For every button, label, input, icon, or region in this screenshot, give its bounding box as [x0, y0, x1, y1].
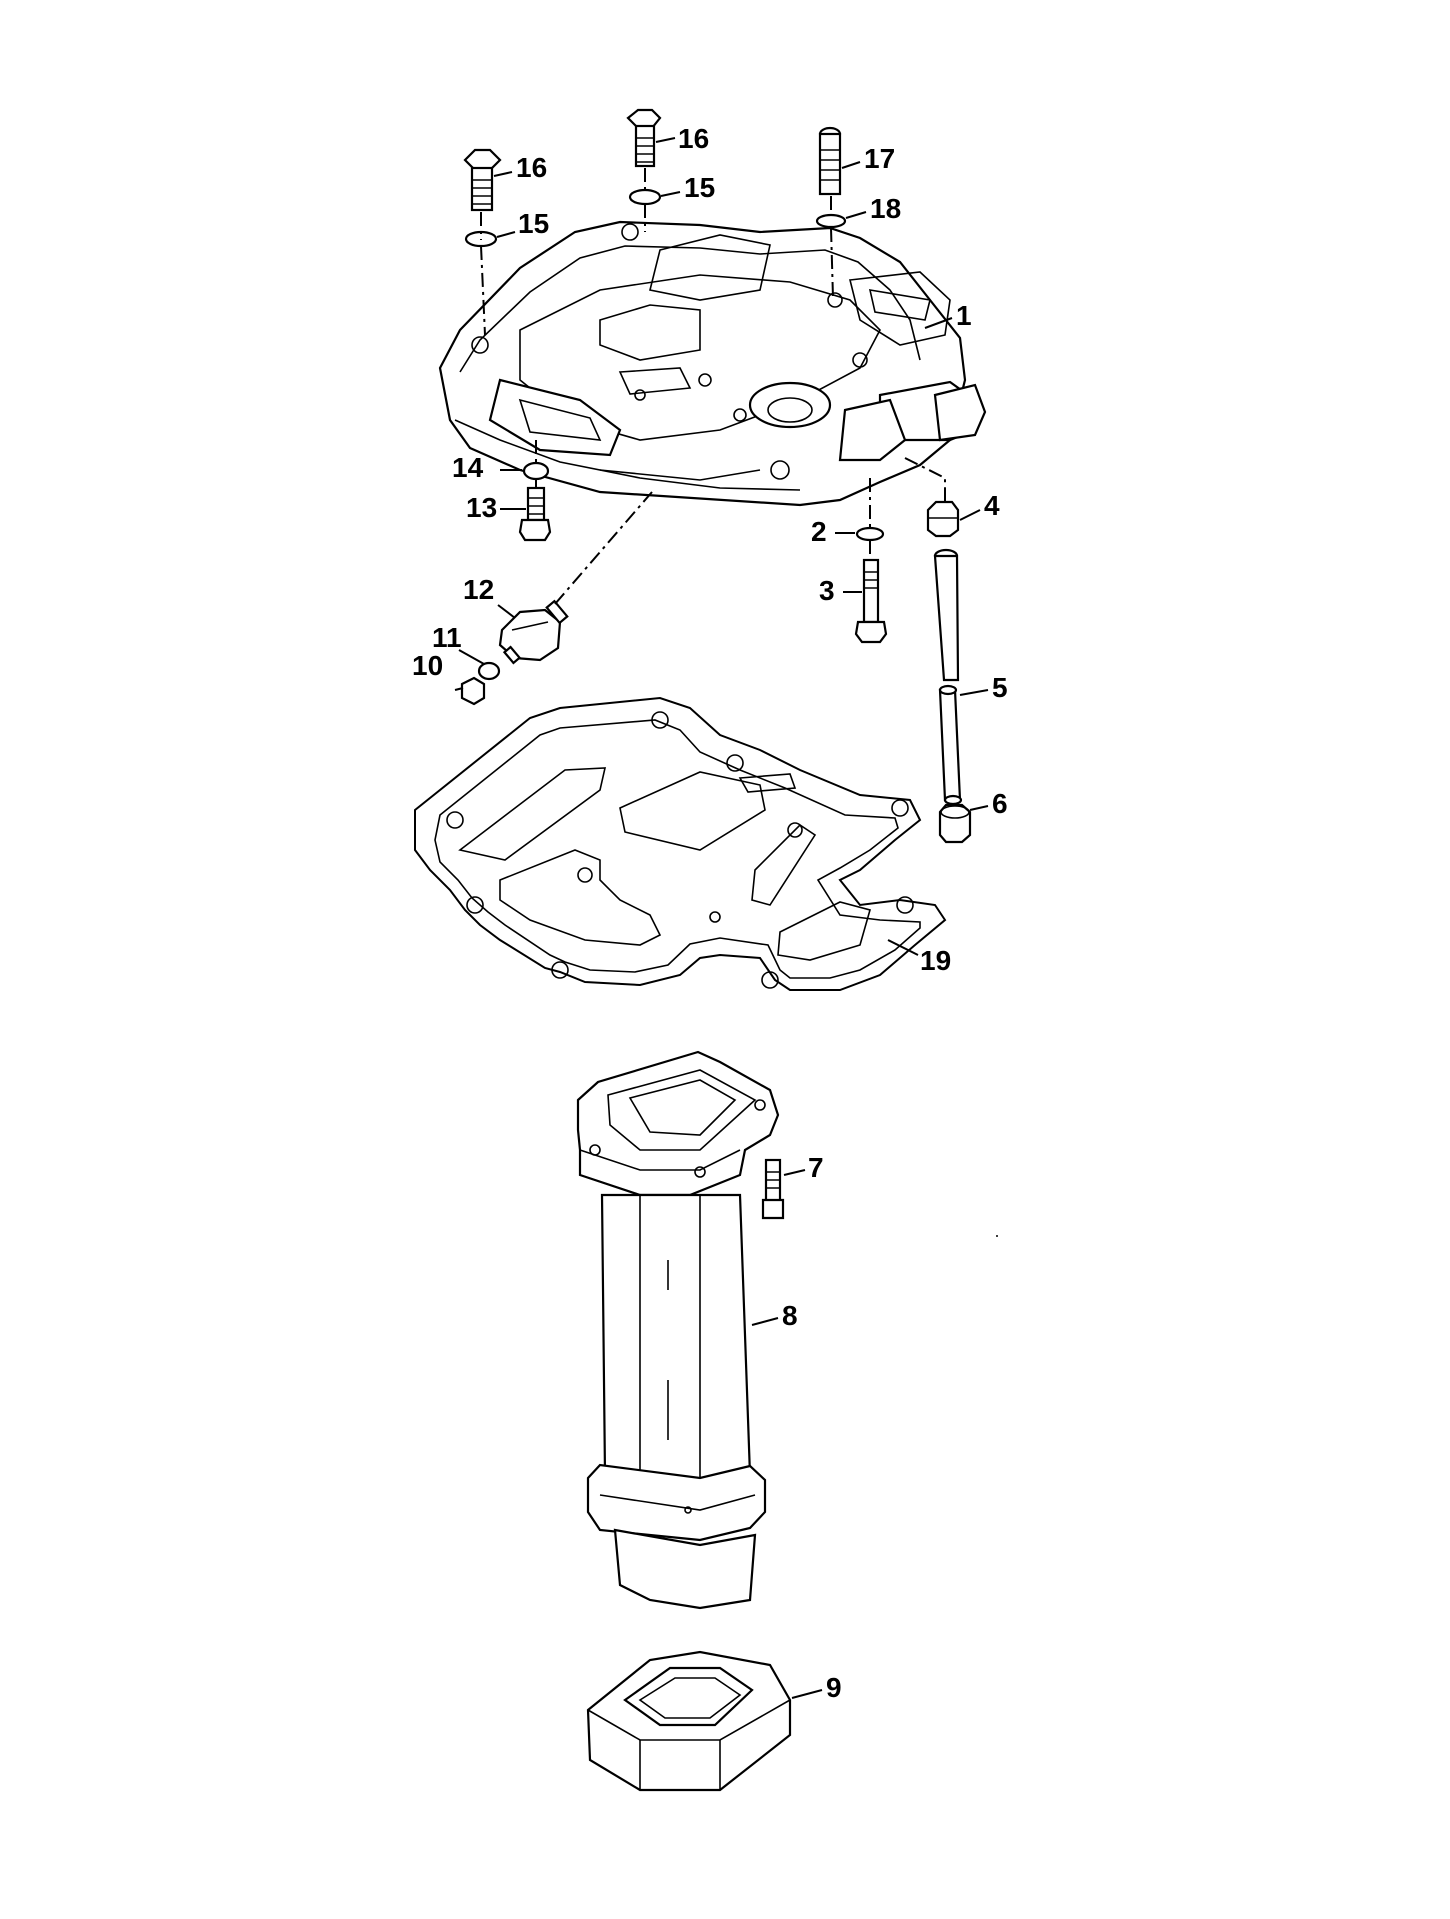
- callout-2: 2: [811, 516, 827, 547]
- callout-9: 9: [826, 1672, 842, 1703]
- callout-10: 10: [412, 650, 443, 681]
- bolt-16-left: [463, 148, 502, 212]
- grommet-6: [938, 803, 972, 844]
- adapter-plate: [438, 220, 987, 507]
- bolt-3: [854, 558, 888, 644]
- lock-washer-11: [477, 661, 501, 681]
- callout-8: 8: [782, 1300, 798, 1331]
- washer-14: [522, 461, 550, 481]
- center-lines: [480, 168, 946, 605]
- callout-4: 4: [984, 490, 1000, 521]
- leader-lines: [454, 137, 989, 1699]
- stray-dot: [996, 1235, 998, 1237]
- callout-1: 1: [956, 300, 972, 331]
- callout-7: 7: [808, 1152, 824, 1183]
- rubber-seal: [586, 1650, 792, 1792]
- bolt-16-middle: [626, 108, 662, 168]
- callout-3: 3: [819, 575, 835, 606]
- water-tube-5: [933, 548, 963, 806]
- callout-11: 11: [432, 622, 462, 653]
- bolt-17: [818, 126, 842, 196]
- nut-10: [460, 676, 486, 706]
- callout-15-middle: 15: [684, 172, 715, 203]
- callout-12: 12: [463, 574, 494, 605]
- callout-16-middle: 16: [678, 123, 709, 154]
- callout-15-left: 15: [518, 208, 549, 239]
- callout-16-left: 16: [516, 152, 547, 183]
- bolt-13: [518, 486, 552, 542]
- grommet-4: [926, 500, 960, 538]
- callout-14: 14: [452, 452, 484, 483]
- bolt-7: [761, 1158, 785, 1220]
- washer-15-middle: [628, 188, 662, 206]
- callout-13: 13: [466, 492, 497, 523]
- washer-18: [815, 213, 847, 229]
- exhaust-tube: [576, 1050, 780, 1610]
- callout-18: 18: [870, 193, 901, 224]
- engine-mount-12: [498, 599, 569, 665]
- gasket: [414, 696, 947, 991]
- callout-19: 19: [920, 945, 951, 976]
- callout-labels: 16 15 16 15 17 18 1 14 13 2 4 12 3 11 10…: [412, 123, 1008, 1703]
- callout-17: 17: [864, 143, 895, 174]
- callout-6: 6: [992, 788, 1008, 819]
- washer-2: [855, 526, 885, 542]
- callout-5: 5: [992, 672, 1008, 703]
